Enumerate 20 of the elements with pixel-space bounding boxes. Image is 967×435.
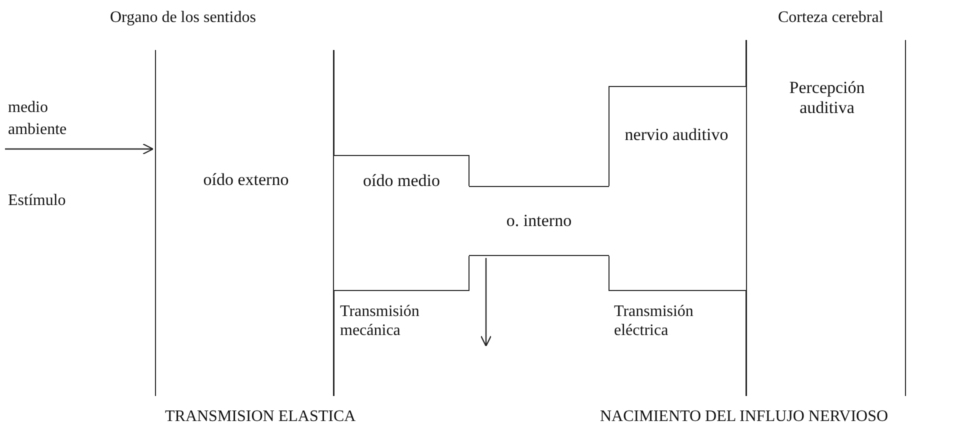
inner-ear-section: [469, 186, 609, 256]
footer-label: NACIMIENTO DEL INFLUJO NERVIOSO: [600, 407, 890, 426]
note-label: Transmisión eléctrica: [614, 302, 694, 340]
section-label: Percepción auditiva: [788, 78, 866, 118]
footer-label: TRANSMISION ELASTICA: [165, 407, 357, 426]
heading-label: Organo de los sentidos: [110, 8, 257, 27]
arrow: [480, 258, 492, 347]
section-label: nervio auditivo: [624, 125, 730, 145]
section-label: oído medio: [362, 171, 441, 191]
section-label: o. interno: [505, 211, 573, 231]
section-label: oído externo: [202, 170, 290, 190]
outer-ear-section: [155, 50, 334, 396]
heading-label: Corteza cerebral: [778, 8, 884, 27]
note-label: Transmisión mecánica: [340, 302, 420, 340]
side-label: Estímulo: [8, 191, 67, 210]
side-label: medio ambiente: [8, 98, 68, 140]
arrow: [5, 143, 154, 155]
auditory-nerve-section: [609, 86, 746, 291]
cortex-section: [746, 40, 906, 396]
middle-ear-section: [334, 155, 469, 291]
